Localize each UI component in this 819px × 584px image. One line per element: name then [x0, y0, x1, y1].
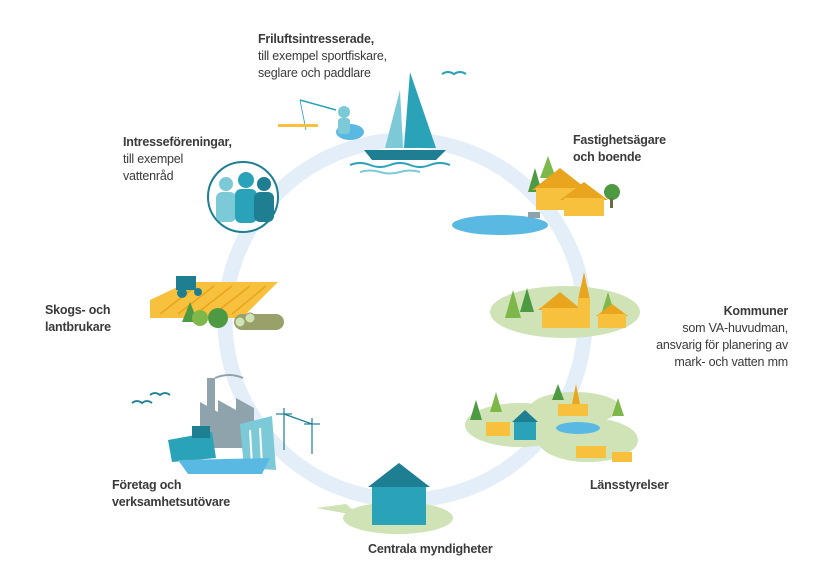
actor-title: Kommuner: [723, 304, 789, 318]
actor-title: Företag och: [112, 478, 182, 492]
county-region-icon: [465, 384, 638, 462]
people-group-icon: [207, 161, 279, 233]
actor-title: Friluftsintresserade,: [258, 32, 374, 46]
actor-desc-line: vattenråd: [123, 169, 174, 183]
actor-desc-line: lantbrukare: [45, 320, 111, 334]
actor-title: Länsstyrelser: [590, 478, 669, 492]
industry-icon: [131, 374, 320, 474]
actor-label-lan: Länsstyrelser: [590, 477, 669, 494]
actor-label-friluft: Friluftsintresserade, till exempel sport…: [258, 31, 387, 82]
actor-desc-line: till exempel: [123, 152, 184, 166]
farm-tractor-icon: [150, 276, 284, 330]
actor-title: Intresseföreningar,: [123, 135, 232, 149]
actor-title: Skogs- och: [45, 303, 111, 317]
actor-desc-line: verksamhetsutövare: [112, 495, 230, 509]
town-church-icon: [490, 272, 640, 338]
actor-label-kommuner: Kommuner som VA-huvudman, ansvarig för p…: [656, 303, 788, 371]
government-house-icon: [316, 463, 453, 534]
actor-title: Fastighetsägare: [573, 133, 666, 147]
actor-label-foretag: Företag och verksamhetsutövare: [112, 477, 230, 511]
sailboat-fisher-icon: [278, 71, 467, 175]
actor-desc-line: seglare och paddlare: [258, 66, 371, 80]
actor-desc-line: till exempel sportfiskare,: [258, 49, 387, 63]
actor-label-skogs: Skogs- och lantbrukare: [45, 302, 111, 336]
actor-label-central: Centrala myndigheter: [368, 541, 493, 558]
actor-desc-line: mark- och vatten mm: [674, 355, 788, 369]
actor-desc-line: och boende: [573, 150, 642, 164]
actor-desc-line: ansvarig för planering av: [656, 338, 788, 352]
actor-label-fastighet: Fastighetsägare och boende: [573, 132, 666, 166]
houses-well-icon: [452, 156, 620, 235]
actor-label-intresse: Intresseföreningar, till exempel vattenr…: [123, 134, 232, 185]
actor-title: Centrala myndigheter: [368, 542, 493, 556]
actor-desc-line: som VA-huvudman,: [682, 321, 788, 335]
